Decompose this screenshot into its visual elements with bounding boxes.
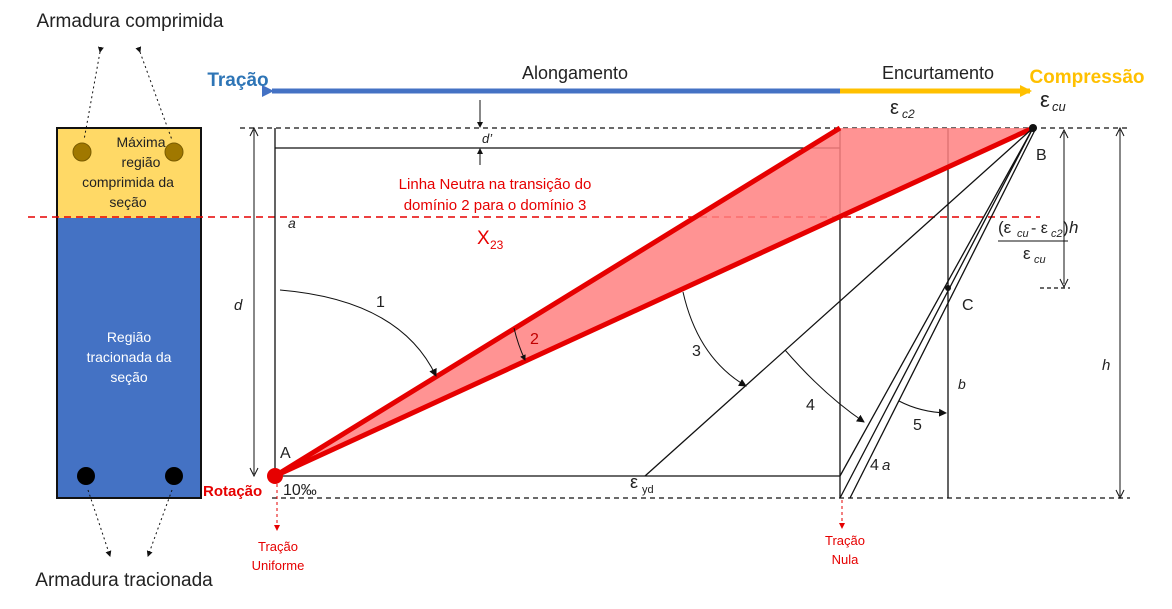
domain-5-label: 5 [913,417,922,434]
section-outline [56,127,202,499]
svg-text:ε: ε [630,472,638,492]
point-a-marker [267,468,283,484]
null-tension-label-2: Nula [832,552,860,567]
svg-text:ε: ε [1040,87,1050,112]
svg-text:23: 23 [490,238,504,252]
top-rebar-right [164,142,184,162]
svg-text:a: a [882,457,890,474]
domain-1-label: 1 [376,294,385,311]
leader-top-right [135,46,173,141]
domain-2-arc [513,327,526,361]
leader-bottom-left [87,489,112,557]
top-rebar-left [72,142,92,162]
domain-4-arc [784,349,865,423]
tensioned-zone-line-3: seção [110,369,148,385]
point-b-marker [1029,124,1037,132]
tensioned-zone-line-1: Região [107,329,152,345]
domain-3-line [644,127,1034,477]
traction-label: Tração [207,70,268,91]
leader-top-left [83,46,104,141]
tensioned-zone [57,218,201,498]
uniform-tension-label-2: Uniforme [252,558,305,573]
domain-4-label: 4 [806,397,815,414]
domain-2-3-limit [273,125,1035,479]
svg-text:h: h [1069,218,1078,237]
point-b-label: B [1036,147,1047,164]
svg-text:(ε: (ε [998,218,1012,237]
domain-5-line [849,127,1037,499]
domain-3-arc [682,291,747,387]
uniform-tension-label-1: Tração [258,539,298,554]
svg-text:cu: cu [1034,254,1046,266]
domain-2-label: 2 [530,331,539,348]
compressed-zone-line-3: comprimida da [82,174,174,190]
domain-3-label: 3 [692,343,701,360]
compressed-zone-line-4: seção [109,194,147,210]
point-c-label: C [962,297,974,314]
a-label: a [288,215,296,231]
compressed-zone-line-1: Máxima [116,134,165,150]
domain-2-upper-limit [273,125,842,479]
rotation-label: Rotação [203,483,262,500]
bottom-rebar-label: Armadura tracionada [35,570,213,591]
point-a-label: A [280,445,291,462]
bottom-rebar-left [77,467,95,485]
svg-text:): ) [1063,218,1069,237]
svg-text:ε: ε [890,97,899,119]
strain-10-label: 10‰ [283,482,317,499]
b-label: b [958,376,966,392]
compression-label: Compressão [1029,67,1144,88]
svg-text:ε: ε [1023,244,1031,263]
tensioned-zone-line-2: tracionada da [87,349,172,365]
eps-cu-label: ε cu [1040,87,1066,114]
domain-4a-label: 4 a [870,457,890,474]
d-prime-label: d’ [482,131,493,146]
svg-text:yd: yd [642,484,654,496]
x23-label: X 23 [477,228,504,252]
point-c-marker [945,285,951,291]
neutral-line-caption-2: domínio 2 para o domínio 3 [404,197,587,214]
h-label: h [1102,357,1110,374]
domain-4-line [839,127,1034,477]
shortening-label: Encurtamento [882,63,994,83]
domain-5-arc [898,400,947,417]
compressed-zone-line-2: região [122,154,161,170]
top-rebar-label: Armadura comprimida [37,11,224,32]
bottom-rebar-right [165,467,183,485]
svg-text:c2: c2 [902,107,915,121]
leader-bottom-right [146,489,173,557]
null-tension-label-1: Tração [825,533,865,548]
svg-text:4: 4 [870,457,879,474]
eps-c2-label: ε c2 [890,97,915,121]
domain-4a-line [839,127,1034,499]
elongation-label: Alongamento [522,63,628,83]
domain-1-arc [279,289,437,377]
svg-text:X: X [477,228,490,249]
neutral-line-caption-1: Linha Neutra na transição do [399,176,592,193]
svg-text:cu: cu [1052,99,1066,114]
svg-text:- ε: - ε [1031,220,1048,237]
eps-yd-label: ε yd [630,472,654,496]
d-label: d [234,297,243,314]
svg-text:c2: c2 [1051,228,1063,240]
svg-text:cu: cu [1017,228,1029,240]
bc-fraction: (ε cu - ε c2 ) h ε cu [998,218,1078,266]
